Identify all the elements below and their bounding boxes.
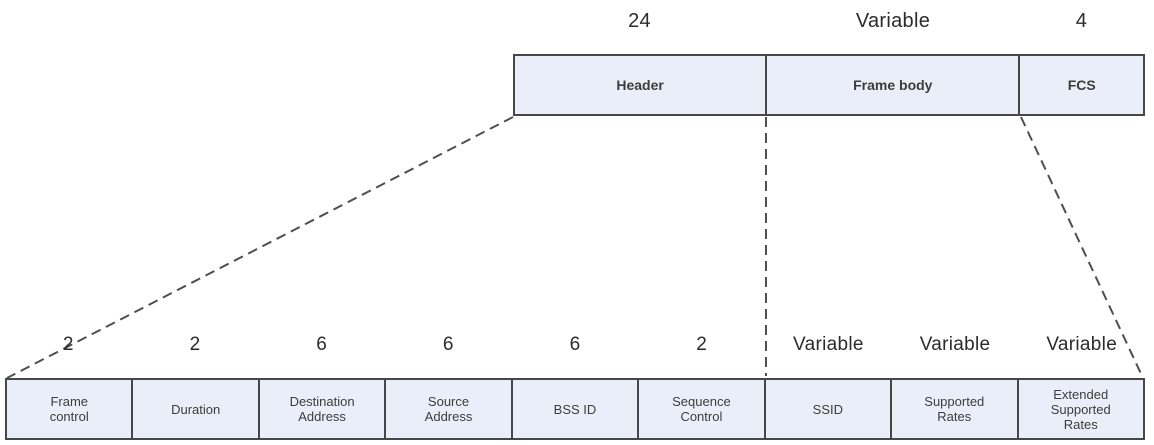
cell-fcs: FCS — [1067, 76, 1096, 93]
size-label-fcs: 4 — [1075, 9, 1088, 32]
size-label-duration: 2 — [189, 334, 201, 355]
cell-sequence-control: Sequence Control — [639, 380, 766, 438]
cell-extended-supported-rates: Extended Supported Rates — [1050, 386, 1111, 432]
cell-frame-control: Frame control — [7, 380, 134, 438]
size-label-ssid: Variable — [793, 334, 864, 355]
cell-ssid: SSID — [766, 380, 893, 438]
size-label-destination-address: 6 — [316, 334, 328, 355]
cell-destination-address: Destination Address — [260, 380, 387, 438]
size-label-header: 24 — [628, 9, 651, 32]
cell-duration: Duration — [133, 380, 260, 438]
cell-header: Header — [515, 56, 768, 114]
size-label-bss-id: 6 — [569, 334, 581, 355]
size-label-supported-rates: Variable — [919, 334, 991, 355]
size-label-frame-body: Variable — [855, 9, 931, 32]
cell-bss-id: BSS ID — [513, 380, 640, 438]
size-label-frame-control: 2 — [62, 334, 74, 355]
top-field-row: Header Frame body FCS — [513, 54, 1145, 116]
size-label-sequence-control: 2 — [696, 334, 708, 355]
top-size-row: 24 Variable 4 — [513, 6, 1145, 36]
bottom-size-row: 2 2 6 6 6 2 Variable Variable Variable — [5, 330, 1145, 360]
cell-frame-body: Frame body — [767, 56, 1021, 114]
size-label-source-address: 6 — [442, 334, 454, 355]
cell-supported-rates: Supported Rates — [892, 380, 1019, 438]
cell-source-address: Source Address — [386, 380, 513, 438]
bottom-field-row: Frame control Duration Destination Addre… — [5, 378, 1145, 440]
size-label-extended-supported-rates: Variable — [1046, 334, 1118, 355]
